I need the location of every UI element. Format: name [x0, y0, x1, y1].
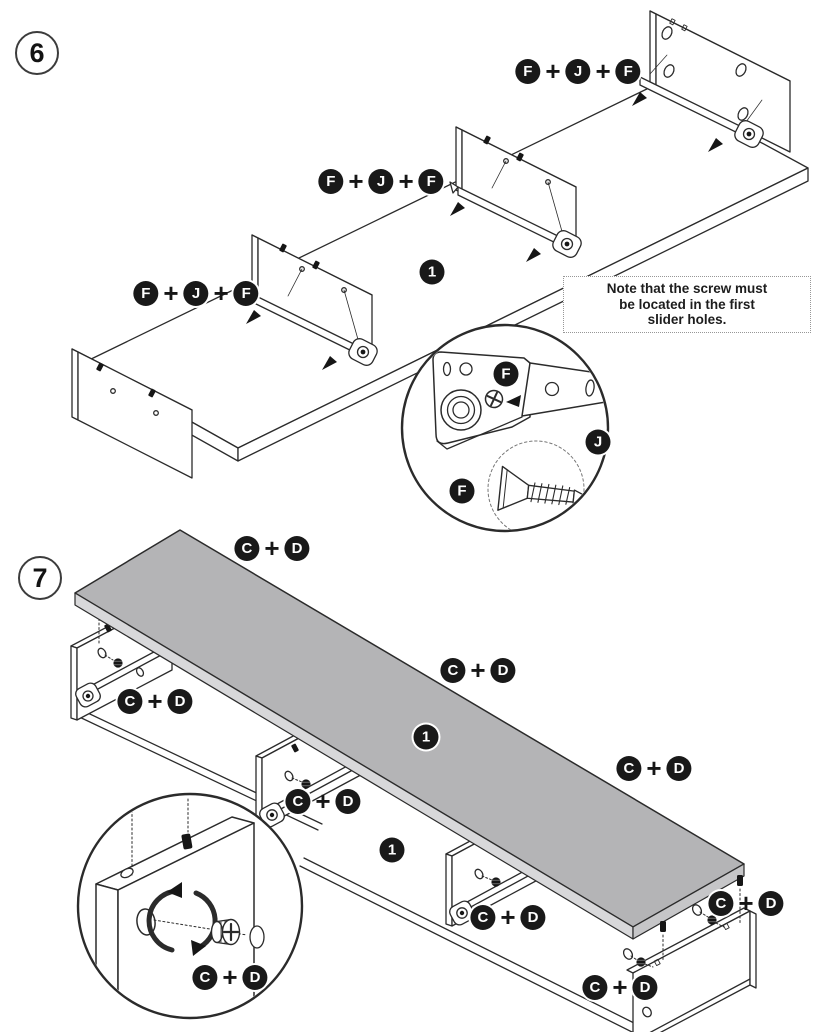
part-letter-badge: D — [167, 688, 193, 714]
part-letter-badge: C — [234, 535, 260, 561]
part-number-badge: 1 — [413, 724, 439, 750]
plus-symbol: + — [500, 902, 516, 932]
step7-number: 7 — [18, 556, 62, 600]
plus-symbol: + — [163, 278, 179, 308]
part-letter-badge: J — [183, 280, 209, 306]
plus-symbol: + — [147, 686, 163, 716]
hardware-label-cd: C + D — [285, 786, 361, 816]
plus-symbol: + — [398, 166, 414, 196]
plus-symbol: + — [612, 972, 628, 1002]
plus-symbol: + — [646, 753, 662, 783]
part-letter-badge: F — [615, 58, 641, 84]
part-letter-badge: C — [285, 788, 311, 814]
hardware-label-cd: C + D — [117, 686, 193, 716]
hardware-label-fjf: F + J + F — [318, 166, 444, 196]
part-letter-badge: F — [449, 478, 475, 504]
magnifier-cam-lock-detail — [76, 792, 304, 1020]
hardware-label-cd: C + D — [708, 888, 784, 918]
part-letter-badge: C — [616, 755, 642, 781]
part-letter-badge: J — [585, 429, 611, 455]
part-letter-badge: D — [490, 657, 516, 683]
part-letter-badge: F — [318, 168, 344, 194]
hardware-label-cd: C + D — [192, 962, 268, 992]
part-letter-badge: C — [470, 904, 496, 930]
plus-symbol: + — [222, 962, 238, 992]
part-letter-badge: D — [335, 788, 361, 814]
left-end-panel — [71, 348, 193, 479]
part-number-badge: 1 — [379, 837, 405, 863]
part-letter-badge: D — [242, 964, 268, 990]
part-letter-badge: F — [233, 280, 259, 306]
plus-symbol: + — [213, 278, 229, 308]
part-letter-badge: C — [192, 964, 218, 990]
hardware-label-cd: C + D — [440, 655, 516, 685]
note-line: be located in the first — [619, 296, 755, 312]
part-letter-badge: D — [520, 904, 546, 930]
right-end-panel — [622, 904, 757, 1032]
hardware-label-cd: C + D — [582, 972, 658, 1002]
part-number-badge: 1 — [419, 259, 445, 285]
plus-symbol: + — [595, 56, 611, 86]
top-panel — [74, 529, 745, 940]
hardware-label-fjf: F + J + F — [133, 278, 259, 308]
screw-icon — [497, 465, 591, 511]
screw-head-icon — [484, 389, 504, 409]
cam-bolt-studs — [660, 875, 743, 961]
part-letter-badge: J — [368, 168, 394, 194]
hardware-label-fjf: F + J + F — [515, 56, 641, 86]
hardware-label-cd: C + D — [616, 753, 692, 783]
magnifier-slider-detail — [400, 323, 610, 533]
plus-symbol: + — [738, 888, 754, 918]
rotation-arrows-icon — [146, 882, 218, 956]
part-letter-badge: F — [493, 361, 519, 387]
note-box: Note that the screw must be located in t… — [563, 276, 811, 333]
part-letter-badge: J — [565, 58, 591, 84]
part-letter-badge: D — [632, 974, 658, 1000]
step6-number: 6 — [15, 31, 59, 75]
part-letter-badge: D — [758, 890, 784, 916]
part-letter-badge: C — [708, 890, 734, 916]
plus-symbol: + — [470, 655, 486, 685]
plus-symbol: + — [315, 786, 331, 816]
part-letter-badge: C — [117, 688, 143, 714]
hardware-label-cd: C + D — [234, 533, 310, 563]
right-side-panel — [631, 10, 791, 153]
note-line: slider holes. — [647, 312, 727, 328]
plus-symbol: + — [264, 533, 280, 563]
part-letter-badge: D — [666, 755, 692, 781]
part-letter-badge: C — [440, 657, 466, 683]
part-letter-badge: F — [418, 168, 444, 194]
plus-symbol: + — [348, 166, 364, 196]
part-letter-badge: C — [582, 974, 608, 1000]
part-letter-badge: D — [284, 535, 310, 561]
part-letter-badge: F — [133, 280, 159, 306]
step7-illustration — [70, 529, 757, 1032]
note-line: Note that the screw must — [606, 281, 768, 296]
part-letter-badge: F — [515, 58, 541, 84]
hardware-label-cd: C + D — [470, 902, 546, 932]
cam-lock-icon — [210, 918, 241, 946]
plus-symbol: + — [545, 56, 561, 86]
